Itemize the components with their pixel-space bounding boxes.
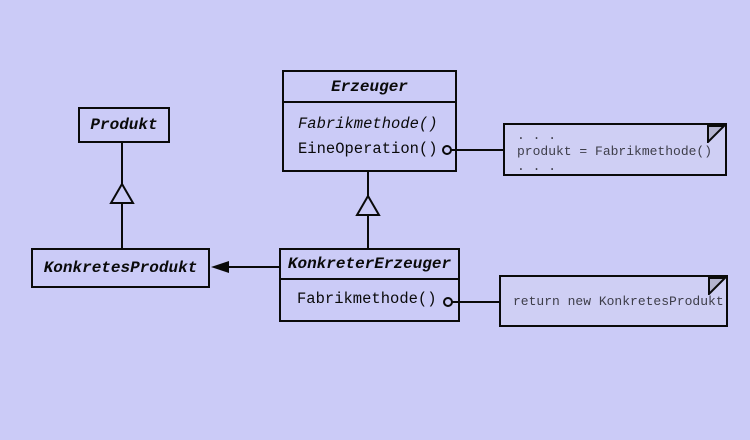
- method-fabrikmethode-abstract: Fabrikmethode(): [298, 115, 438, 133]
- note-fold-corner-icon: [707, 125, 725, 143]
- note-line: . . .: [517, 128, 557, 143]
- class-box-konkretesprodukt: KonkretesProdukt: [31, 248, 210, 288]
- note-line: return new KonkretesProdukt: [513, 293, 724, 309]
- class-title-konkretesprodukt: KonkretesProdukt: [43, 259, 198, 277]
- note-line: . . .: [517, 159, 557, 174]
- note-line: produkt = Fabrikmethode(): [517, 143, 713, 159]
- class-box-produkt: Produkt: [78, 107, 170, 143]
- method-eineoperation: EineOperation(): [298, 140, 438, 158]
- note-fold-corner-icon: [708, 277, 726, 295]
- method-fabrikmethode-konkret: Fabrikmethode(): [297, 290, 437, 308]
- dependency-arrow-konkretererzeuger-konkretesprodukt: [211, 261, 279, 273]
- class-methods-erzeuger: Fabrikmethode() EineOperation(): [284, 103, 455, 162]
- class-title-konkretererzeuger: KonkreterErzeuger: [281, 250, 458, 280]
- note-fabrikmethode-code: return new KonkretesProdukt: [499, 275, 728, 327]
- class-title-erzeuger: Erzeuger: [284, 72, 455, 103]
- class-title-produkt: Produkt: [90, 116, 158, 134]
- generalization-arrow-konkretererzeuger-erzeuger: [355, 172, 381, 248]
- generalization-arrow-konkretesprodukt-produkt: [109, 143, 135, 248]
- class-box-erzeuger: Erzeuger Fabrikmethode() EineOperation(): [282, 70, 457, 172]
- note-eineoperation-code: . . . produkt = Fabrikmethode() . . .: [503, 123, 727, 176]
- class-methods-konkretererzeuger: Fabrikmethode(): [281, 280, 458, 318]
- class-box-konkretererzeuger: KonkreterErzeuger Fabrikmethode(): [279, 248, 460, 322]
